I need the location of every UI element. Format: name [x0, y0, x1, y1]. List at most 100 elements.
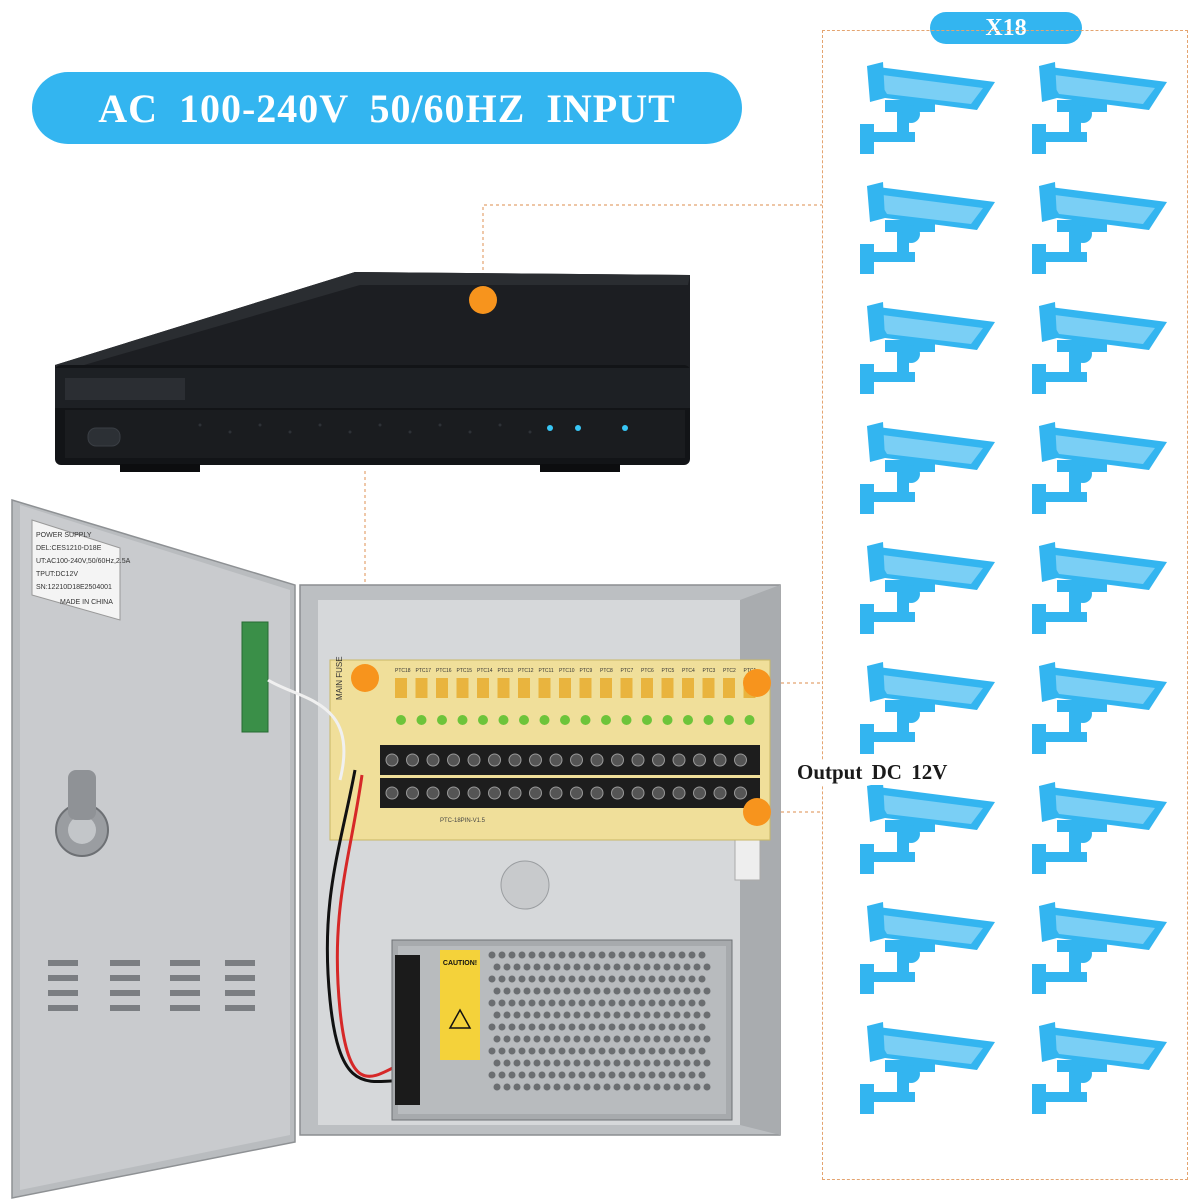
vent-hole — [508, 951, 516, 959]
vent-hole — [503, 963, 511, 971]
vent-hole — [668, 1071, 676, 1079]
vent-hole — [623, 1083, 631, 1091]
vent-hole — [588, 1071, 596, 1079]
vent-hole — [503, 1035, 511, 1043]
vent-hole — [628, 1071, 636, 1079]
vent-hole — [683, 1035, 691, 1043]
vent-hole — [568, 1071, 576, 1079]
vent-hole — [623, 1035, 631, 1043]
vent-hole — [603, 963, 611, 971]
vent-hole — [678, 975, 686, 983]
vent-hole — [648, 951, 656, 959]
status-led — [662, 715, 673, 725]
vent-hole — [608, 1071, 616, 1079]
vent-hole — [553, 963, 561, 971]
vent-hole — [633, 1059, 641, 1067]
vent-hole — [548, 1023, 556, 1031]
switching-power-supply: CAUTION! — [391, 939, 733, 1121]
terminal-screw — [467, 786, 481, 800]
terminal-screw — [406, 786, 419, 800]
cctv-camera-icon — [855, 58, 1015, 178]
ptc-label: PTC18 — [395, 668, 411, 674]
terminal-screw — [385, 753, 399, 767]
vent-hole — [533, 1083, 541, 1091]
vent-hole — [543, 1035, 551, 1043]
terminal-screw — [529, 786, 542, 800]
vent-hole — [593, 1059, 601, 1067]
leader-lines — [364, 204, 822, 813]
terminal-screw — [672, 786, 686, 800]
vent-hole — [563, 1083, 571, 1091]
vent-hole — [703, 1083, 711, 1091]
vent-hole — [663, 1059, 671, 1067]
vent-hole — [673, 1011, 681, 1019]
vent-hole — [613, 963, 621, 971]
cctv-camera-icon — [1027, 538, 1187, 658]
vent-hole — [498, 975, 506, 983]
vent-hole — [608, 951, 616, 959]
vent-hole — [593, 1035, 601, 1043]
vent-hole — [703, 963, 711, 971]
terminal-screw — [693, 786, 706, 800]
ptc-fuse — [538, 678, 551, 698]
vent-hole — [508, 999, 516, 1007]
vent-hole — [693, 1059, 701, 1067]
vent-hole — [628, 951, 636, 959]
vent-hole — [558, 1047, 566, 1055]
vent-hole — [528, 951, 536, 959]
vent-hole — [688, 1071, 696, 1079]
vent-hole — [578, 975, 586, 983]
vent-hole — [563, 1035, 571, 1043]
vent-hole — [513, 963, 521, 971]
ptc-label: PTC11 — [539, 668, 554, 674]
vent-hole — [598, 1023, 606, 1031]
door-label-line: UT:AC100-240V,50/60Hz,2.5A — [36, 558, 131, 565]
terminal-screw — [590, 786, 604, 800]
camera-panel — [822, 30, 1188, 1180]
vent-hole — [573, 1083, 581, 1091]
vent-hole — [618, 1071, 626, 1079]
vent-hole — [573, 1035, 581, 1043]
vent-hole — [663, 963, 671, 971]
status-led — [519, 715, 529, 725]
vent-hole — [618, 1047, 626, 1055]
vent-hole — [703, 1011, 711, 1019]
ptc-fuse — [477, 678, 489, 698]
vent-hole — [693, 1035, 701, 1043]
vent-hole — [618, 975, 626, 983]
terminal-screw — [713, 786, 727, 800]
vent-hole — [588, 999, 596, 1007]
vent-hole — [623, 987, 631, 995]
vent-hole — [643, 987, 651, 995]
vent-hole — [558, 1023, 566, 1031]
vent-hole — [508, 1071, 516, 1079]
output-spec-label: Output DC 12V — [795, 760, 950, 785]
vent-hole — [628, 1023, 636, 1031]
vent-hole — [493, 963, 501, 971]
cctv-camera-icon — [855, 658, 1015, 778]
vent-hole — [488, 975, 496, 983]
vent-hole — [518, 951, 526, 959]
cctv-camera-icon — [1027, 658, 1187, 778]
vent-hole — [488, 1023, 496, 1031]
ptc-label: PTC15 — [457, 668, 473, 674]
vent-hole — [613, 1011, 621, 1019]
vent-hole — [643, 963, 651, 971]
vent-hole — [653, 1083, 661, 1091]
vent-hole — [653, 1059, 661, 1067]
vent-hole — [663, 1035, 671, 1043]
vent-hole — [663, 987, 671, 995]
vent-hole — [658, 1071, 666, 1079]
vent-hole — [578, 951, 586, 959]
vent-hole — [523, 1059, 531, 1067]
ptc-fuse — [723, 678, 735, 698]
vent-hole — [488, 1071, 496, 1079]
vent-hole — [643, 1011, 651, 1019]
vent-hole — [513, 1011, 521, 1019]
vent-hole — [493, 1011, 501, 1019]
cctv-camera-icon — [1027, 418, 1187, 538]
vent-hole — [573, 987, 581, 995]
vent-hole — [648, 975, 656, 983]
board-model-label: PTC-18PIN-V1.5 — [440, 818, 486, 824]
vent-hole — [653, 1035, 661, 1043]
